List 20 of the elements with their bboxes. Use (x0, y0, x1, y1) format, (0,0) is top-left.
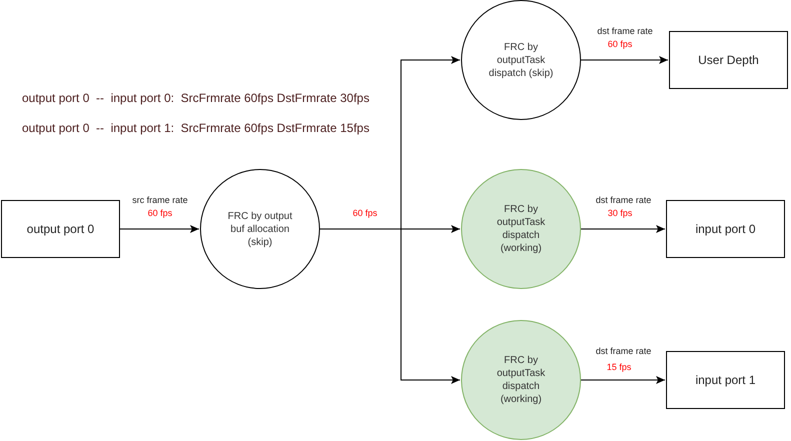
port-box: User Depth (669, 31, 788, 89)
port-box: input port 0 (666, 200, 785, 258)
arrow (320, 228, 460, 384)
rate-label: 60 fps (352, 207, 378, 219)
arrow (580, 376, 666, 384)
edge-label: dst frame rate (596, 345, 652, 357)
note-text: output port 0 -- input port 0: SrcFrmrate 60fps DstFrmrate 30fps (22, 90, 370, 107)
arrow (580, 225, 666, 233)
edge-label: dst frame rate (596, 194, 652, 206)
port-box: output port 0 (1, 200, 120, 258)
rate-label: 30 fps (608, 207, 632, 219)
edge-label: dst frame rate (597, 25, 653, 37)
edge-label: src frame rate (132, 194, 188, 206)
rate-label: 60 fps (148, 207, 172, 219)
rate-label: 15 fps (606, 361, 632, 373)
note-text: output port 0 -- input port 1: SrcFrmrate 60fps DstFrmrate 15fps (22, 120, 370, 137)
arrow (580, 56, 668, 64)
arrow (120, 225, 200, 233)
port-box: input port 1 (666, 351, 785, 409)
rate-label: 60 fps (608, 38, 632, 50)
